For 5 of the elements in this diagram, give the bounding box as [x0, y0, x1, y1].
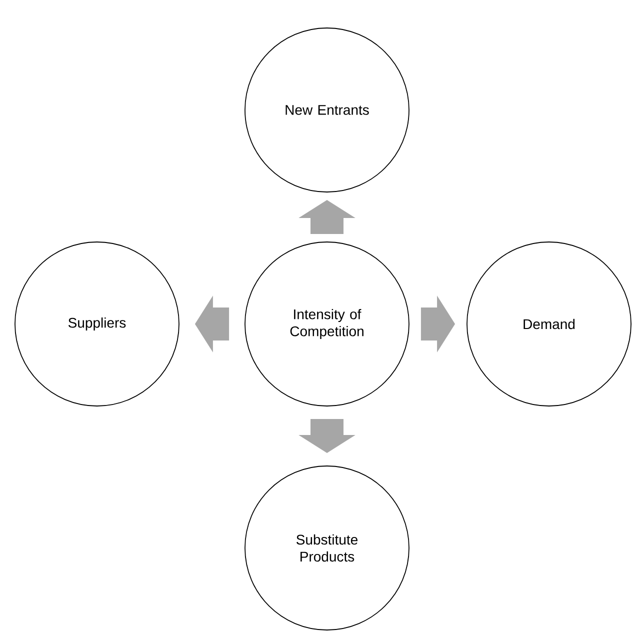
circle-node: Intensity of Competition [244, 242, 410, 406]
circle-node: Suppliers [14, 242, 180, 406]
circle-node: Substitute Products [244, 466, 410, 630]
circle-node: New Entrants [244, 28, 410, 192]
circle-node: Demand [466, 242, 632, 406]
